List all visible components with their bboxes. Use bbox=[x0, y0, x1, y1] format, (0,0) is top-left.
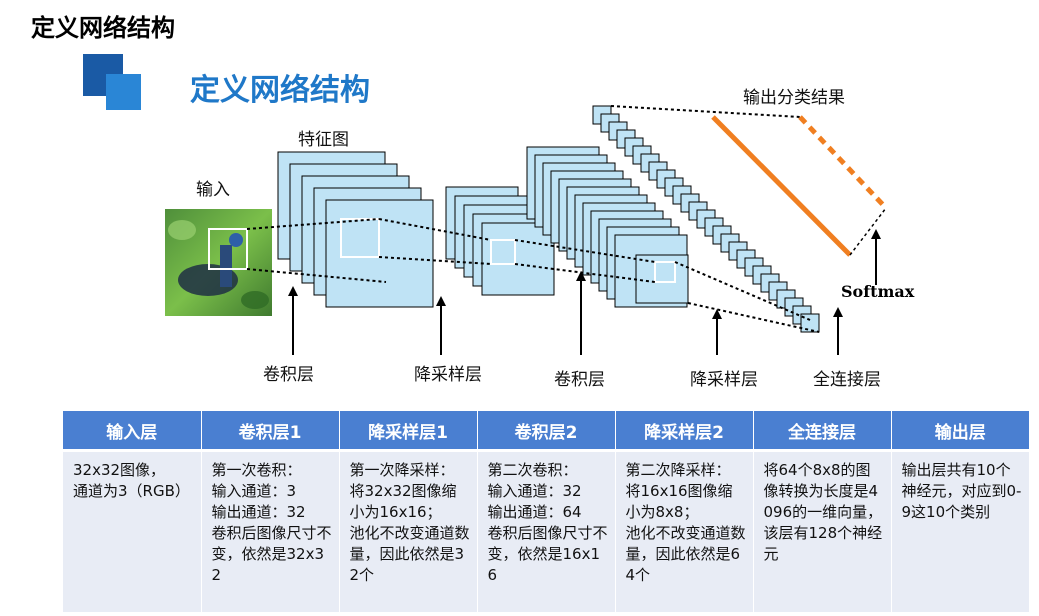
projection-lines bbox=[246, 105, 820, 333]
cell-conv1: 第一次卷积： 输入通道：3 输出通道：32 卷积后图像尺寸不变，依然是32x32 bbox=[201, 449, 340, 612]
header-pool1: 降采样层1 bbox=[339, 411, 478, 451]
cell-fully-connected: 将64个8x8的图像转换为长度是4096的一维向量，该层有128个神经元 bbox=[753, 449, 892, 612]
pointer-arrows bbox=[288, 229, 881, 355]
cell-output-layer: 输出层共有10个神经元，对应到0-9这10个类别 bbox=[891, 449, 1029, 612]
output-result-label: 输出分类结果 bbox=[743, 88, 845, 108]
cell-pool1: 第一次降采样： 将32x32图像缩小为16x16； 池化不改变通道数量，因此依然… bbox=[339, 449, 478, 612]
layer-summary-table: 输入层 卷积层1 降采样层1 卷积层2 降采样层2 全连接层 输出层 32x32… bbox=[63, 411, 1029, 612]
page-title: 定义网络结构 bbox=[31, 14, 175, 42]
fully-connected-label: 全连接层 bbox=[813, 370, 881, 390]
conv1-feature-maps bbox=[277, 151, 434, 308]
cnn-architecture-diagram: 定义网络结构 输入 特征图 bbox=[83, 54, 915, 390]
cell-pool2: 第二次降采样： 将16x16图像缩小为8x8； 池化不改变通道数量，因此依然是6… bbox=[615, 449, 754, 612]
header-pool2: 降采样层2 bbox=[615, 411, 754, 451]
pool2-label: 降采样层 bbox=[690, 370, 758, 390]
header-conv2: 卷积层2 bbox=[477, 411, 616, 451]
cell-conv2: 第二次卷积： 输入通道：32 输出通道：64 卷积后图像尺寸不变，依然是16x1… bbox=[477, 449, 616, 612]
pool1-feature-maps bbox=[445, 186, 555, 296]
input-image bbox=[165, 209, 272, 316]
header-fully-connected: 全连接层 bbox=[753, 411, 892, 451]
softmax-label: Softmax bbox=[841, 282, 915, 301]
banner-logo-icon bbox=[83, 54, 141, 110]
table-header-row: 输入层 卷积层1 降采样层1 卷积层2 降采样层2 全连接层 输出层 bbox=[63, 411, 1029, 451]
pool1-label: 降采样层 bbox=[414, 365, 482, 385]
fully-connected-stack bbox=[592, 105, 820, 333]
output-layer bbox=[711, 115, 888, 257]
header-conv1: 卷积层1 bbox=[201, 411, 340, 451]
pool2-feature-maps bbox=[635, 254, 689, 304]
banner-title: 定义网络结构 bbox=[190, 73, 370, 108]
cell-input-layer: 32x32图像， 通道为3（RGB） bbox=[63, 449, 202, 612]
feature-map-label: 特征图 bbox=[298, 130, 349, 150]
conv2-label: 卷积层 bbox=[554, 370, 605, 390]
header-output-layer: 输出层 bbox=[891, 411, 1029, 451]
conv1-label: 卷积层 bbox=[263, 365, 314, 385]
header-input-layer: 输入层 bbox=[63, 411, 202, 451]
input-label: 输入 bbox=[196, 180, 230, 200]
table-row: 32x32图像， 通道为3（RGB） 第一次卷积： 输入通道：3 输出通道：32… bbox=[63, 449, 1029, 612]
